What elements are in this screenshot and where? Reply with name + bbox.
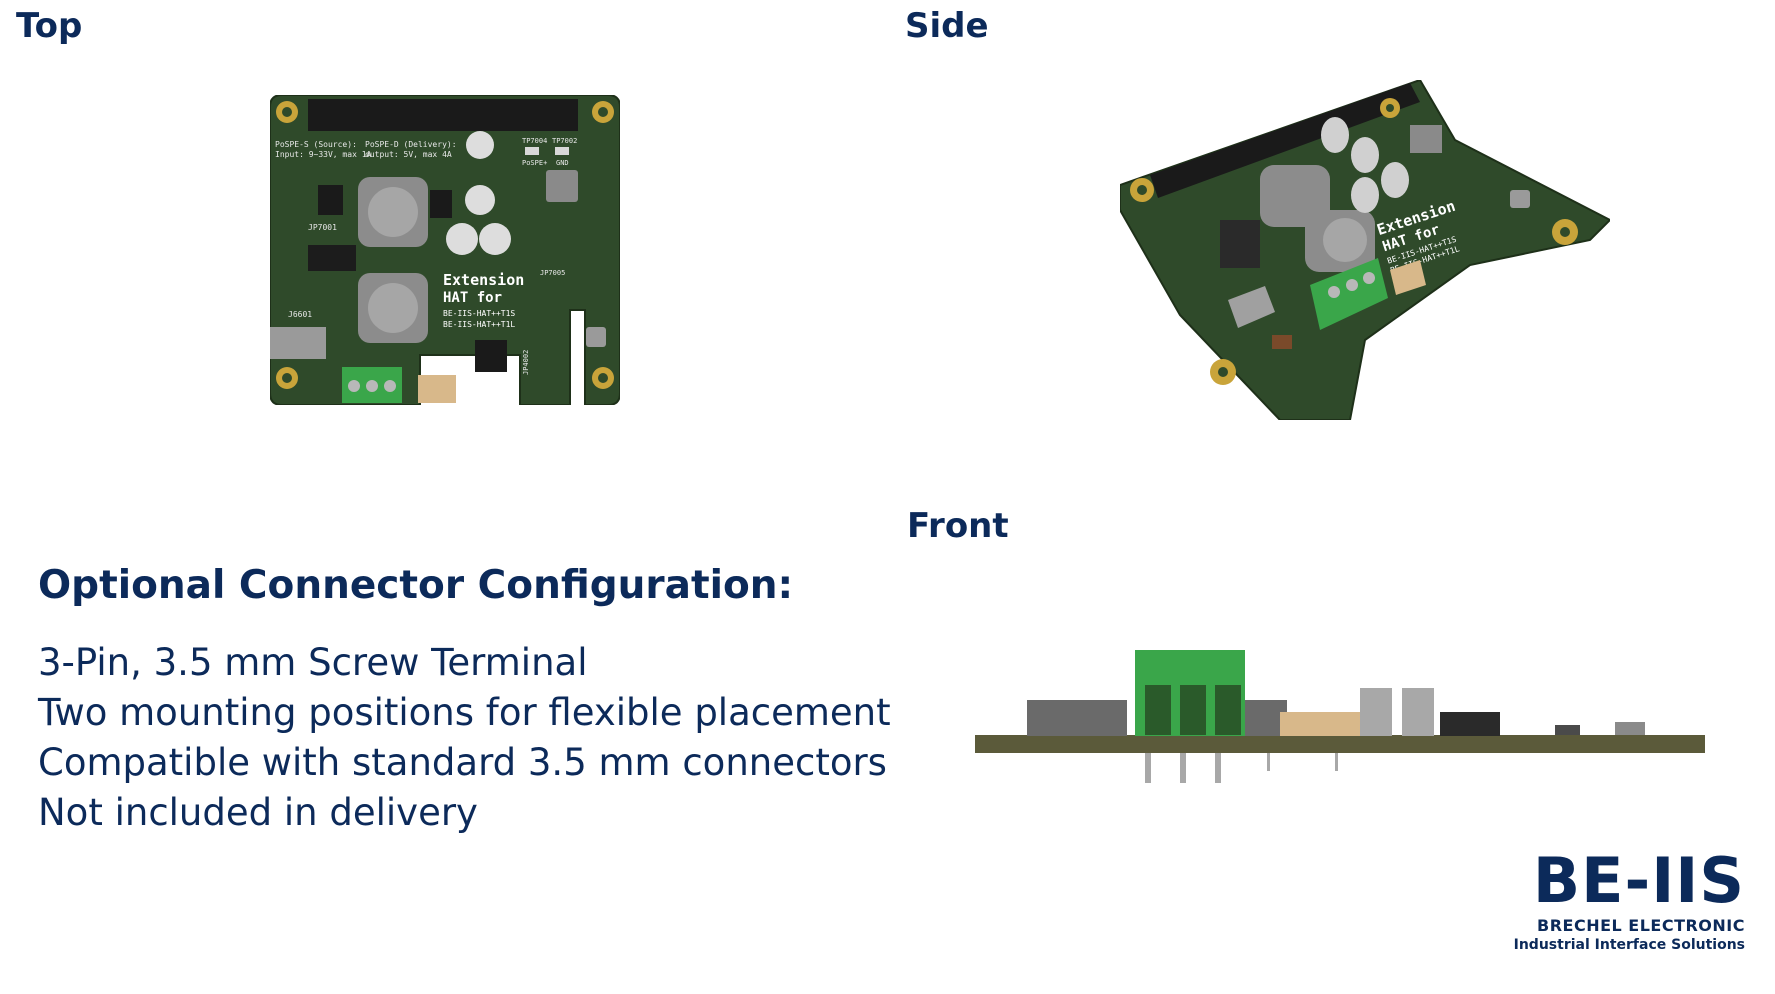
feature-list: 3-Pin, 3.5 mm Screw Terminal Two mountin… [38,638,891,838]
feature-item: Two mounting positions for flexible plac… [38,691,891,734]
silk-pospe: PoSPE+ [522,159,547,167]
feature-item: Compatible with standard 3.5 mm connecto… [38,741,887,784]
silk-tp1: TP7004 [522,137,547,145]
feature-item: Not included in delivery [38,791,478,834]
silk-source-spec: Input: 9~33V, max 1A [275,150,372,159]
silk-title-2: HAT for [443,290,502,306]
silk-gnd: GND [556,159,569,167]
view-label-top: Top [16,6,83,46]
section-heading: Optional Connector Configuration: [38,563,794,608]
silk-jumper-2: JP7005 [540,269,565,277]
silk-delivery-spec: output: 5V, max 4A [365,150,452,159]
silk-model-1: BE-IIS-HAT++T1S [443,309,515,318]
logo-tagline: Industrial Interface Solutions [1513,937,1745,953]
silk-model-2: BE-IIS-HAT++T1L [443,320,515,329]
logo-company: BRECHEL ELECTRONIC [1537,916,1745,935]
view-label-side: Side [905,6,989,46]
pcb-top-view-render: PoSPE-S (Source): Input: 9~33V, max 1A P… [270,95,620,405]
silk-jumper-1: JP7001 [308,223,337,232]
brand-logo: BE-IIS BRECHEL ELECTRONIC Industrial Int… [1513,844,1745,954]
logo-mark: BE-IIS [1532,844,1745,917]
silk-tp2: TP7002 [552,137,577,145]
view-label-front: Front [907,506,1009,546]
silk-source: PoSPE-S (Source): [275,140,357,149]
silk-jumper-3: JP4002 [522,350,530,375]
silk-title-1: Extension [443,271,524,289]
feature-item: 3-Pin, 3.5 mm Screw Terminal [38,641,588,684]
silk-header: J6601 [288,310,312,319]
pcb-side-view-render: Extension HAT for BE-IIS-HAT++T1S BE-IIS… [1120,80,1610,420]
silk-delivery: PoSPE-D (Delivery): [365,140,457,149]
pcb-front-view-render [975,650,1705,783]
